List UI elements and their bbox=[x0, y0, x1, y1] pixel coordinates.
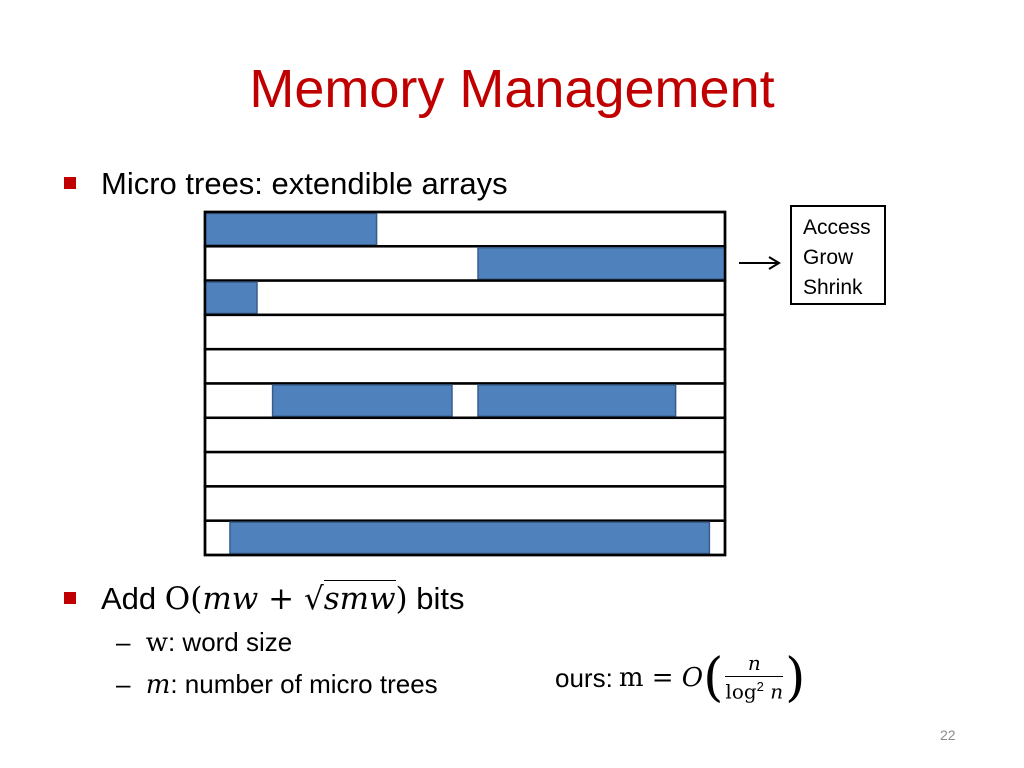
operation-access: Access bbox=[803, 216, 871, 239]
allocated-segment bbox=[229, 521, 711, 555]
math-smw: smw bbox=[323, 580, 396, 617]
symbol-m: m bbox=[145, 670, 171, 700]
ours-big-o: O bbox=[681, 663, 704, 693]
allocated-segment bbox=[477, 247, 726, 280]
sub-bullet-micro-trees-count: – m: number of micro trees bbox=[116, 671, 438, 698]
page-number: 22 bbox=[940, 727, 956, 743]
array-row bbox=[203, 313, 727, 351]
big-o-symbol: O bbox=[164, 581, 191, 617]
sub-text: : word size bbox=[167, 627, 293, 657]
math-mw: mw bbox=[202, 581, 259, 617]
fraction-numerator: n bbox=[725, 651, 784, 678]
bullet-micro-trees: Micro trees: extendible arrays bbox=[101, 166, 508, 201]
allocated-segment bbox=[204, 281, 258, 315]
sub-text: : number of micro trees bbox=[170, 669, 438, 699]
ours-m: m bbox=[618, 663, 644, 693]
allocated-segment bbox=[477, 384, 677, 418]
sqrt-icon: √ bbox=[303, 581, 324, 617]
sub-bullet-word-size: – w: word size bbox=[116, 629, 292, 656]
ours-label: ours: bbox=[555, 662, 613, 693]
log-exponent: 2 bbox=[756, 679, 764, 695]
symbol-w: w bbox=[145, 628, 168, 658]
bullet-marker bbox=[64, 592, 76, 604]
add-prefix: Add bbox=[101, 581, 165, 616]
ours-eq: = bbox=[643, 663, 682, 693]
ours-formula: ours: m = O ( n log2 n ) bbox=[555, 648, 805, 708]
operation-grow: Grow bbox=[803, 246, 854, 269]
bullet-marker bbox=[64, 177, 76, 189]
array-row bbox=[203, 347, 727, 385]
fraction: n log2 n bbox=[725, 651, 784, 705]
allocated-segment bbox=[204, 212, 378, 246]
dash: – bbox=[116, 669, 131, 699]
operations-box: Access Grow Shrink bbox=[790, 205, 886, 305]
extendible-arrays-diagram bbox=[203, 210, 727, 557]
array-row bbox=[203, 450, 727, 488]
allocated-segment bbox=[271, 384, 453, 418]
paren-close: ) bbox=[395, 581, 408, 617]
paren-close: ) bbox=[785, 648, 806, 708]
paren-open: ( bbox=[703, 648, 724, 708]
den-n: n bbox=[763, 679, 784, 704]
fraction-denominator: log2 n bbox=[725, 677, 783, 705]
paren-open: ( bbox=[190, 581, 203, 617]
arrow-icon bbox=[739, 256, 781, 270]
bullet-add-bits: Add O(mw + √smw) bits bbox=[101, 580, 465, 617]
array-row bbox=[203, 416, 727, 454]
diagram-border bbox=[203, 210, 727, 557]
log-text: log bbox=[725, 679, 757, 704]
array-row bbox=[203, 485, 727, 522]
plus-sign: + bbox=[258, 581, 304, 617]
bits-suffix: bits bbox=[407, 581, 465, 616]
operation-shrink: Shrink bbox=[803, 276, 863, 299]
array-row bbox=[203, 279, 727, 317]
slide-title: Memory Management bbox=[249, 59, 775, 119]
dash: – bbox=[116, 627, 131, 657]
